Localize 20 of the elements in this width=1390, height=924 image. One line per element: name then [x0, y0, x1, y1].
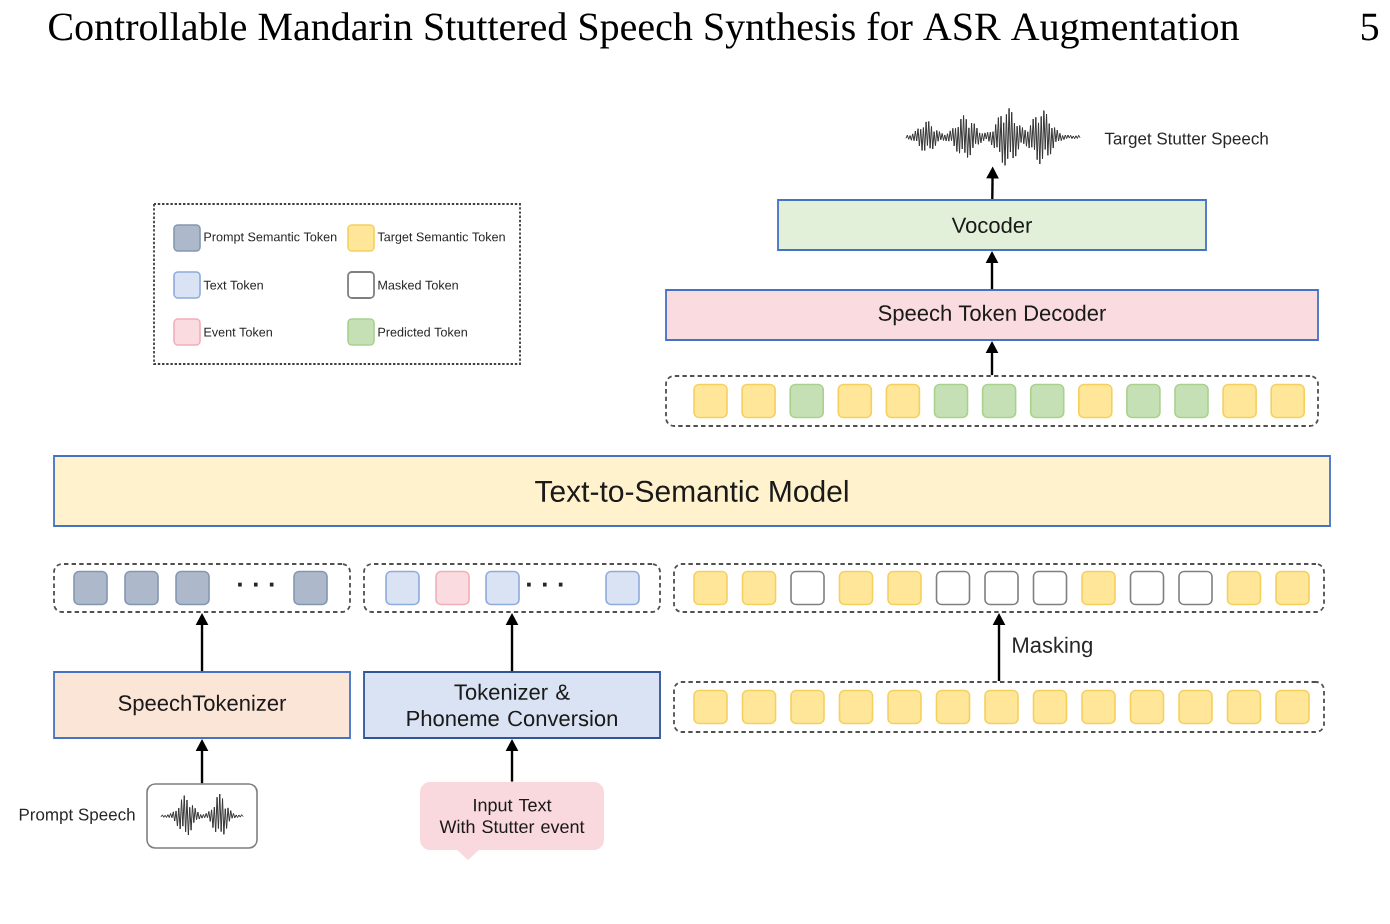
running-header: Controllable Mandarin Stuttered Speech Synthesis for ASR Augmentation	[49, 11, 1239, 49]
token-row	[673, 563, 1325, 613]
process-box: Tokenizer & Phoneme Conversion	[363, 671, 661, 739]
audio-label: Target Stutter Speech	[1104, 132, 1268, 148]
edge-label: Masking	[1009, 634, 1096, 660]
token-row	[673, 681, 1325, 733]
waveform	[905, 107, 1081, 166]
speech-bubble: Input Text With Stutter event	[420, 782, 604, 860]
token-row	[53, 563, 351, 613]
token-row	[665, 375, 1319, 427]
process-box: Speech Token Decoder	[665, 289, 1319, 341]
ellipsis: · · ·	[238, 582, 274, 587]
token-row	[363, 563, 661, 613]
ellipsis: · · ·	[527, 582, 563, 587]
audio-label: Prompt Speech	[19, 808, 135, 824]
process-box: Text-to-Semantic Model	[53, 455, 1331, 527]
process-box: Vocoder	[777, 199, 1207, 251]
waveform-box	[146, 783, 258, 849]
page-number: 5	[1361, 13, 1379, 41]
process-box: SpeechTokenizer	[53, 671, 351, 739]
